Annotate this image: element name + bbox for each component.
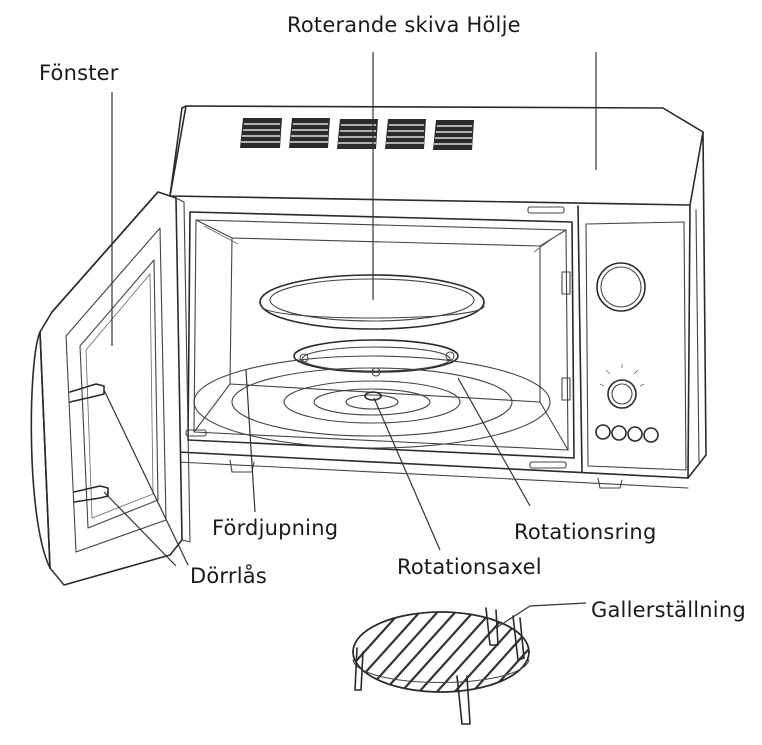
leader-grill-rack (495, 602, 587, 629)
label-rotation-axis: Rotationsaxel (397, 555, 542, 579)
grill-rack (352, 607, 530, 725)
leader-door-lock-lower (103, 491, 177, 567)
label-rotation-ring: Rotationsring (514, 520, 657, 544)
label-recess: Fördjupning (212, 516, 339, 540)
label-door-lock: Dörrlås (190, 564, 267, 588)
label-turntable-housing: Roterande skiva Hölje (287, 13, 521, 37)
leader-rotation-ring (457, 377, 531, 507)
label-grill-rack: Gallerställning (591, 598, 746, 622)
microwave-door (30, 191, 191, 586)
turntable-parts (193, 274, 551, 449)
leader-rotation-axis (373, 397, 441, 551)
leader-lines (103, 52, 597, 629)
leader-door-lock-upper (103, 389, 189, 566)
leader-recess (245, 369, 256, 513)
vent-slots (240, 118, 474, 150)
label-window: Fönster (39, 61, 119, 85)
